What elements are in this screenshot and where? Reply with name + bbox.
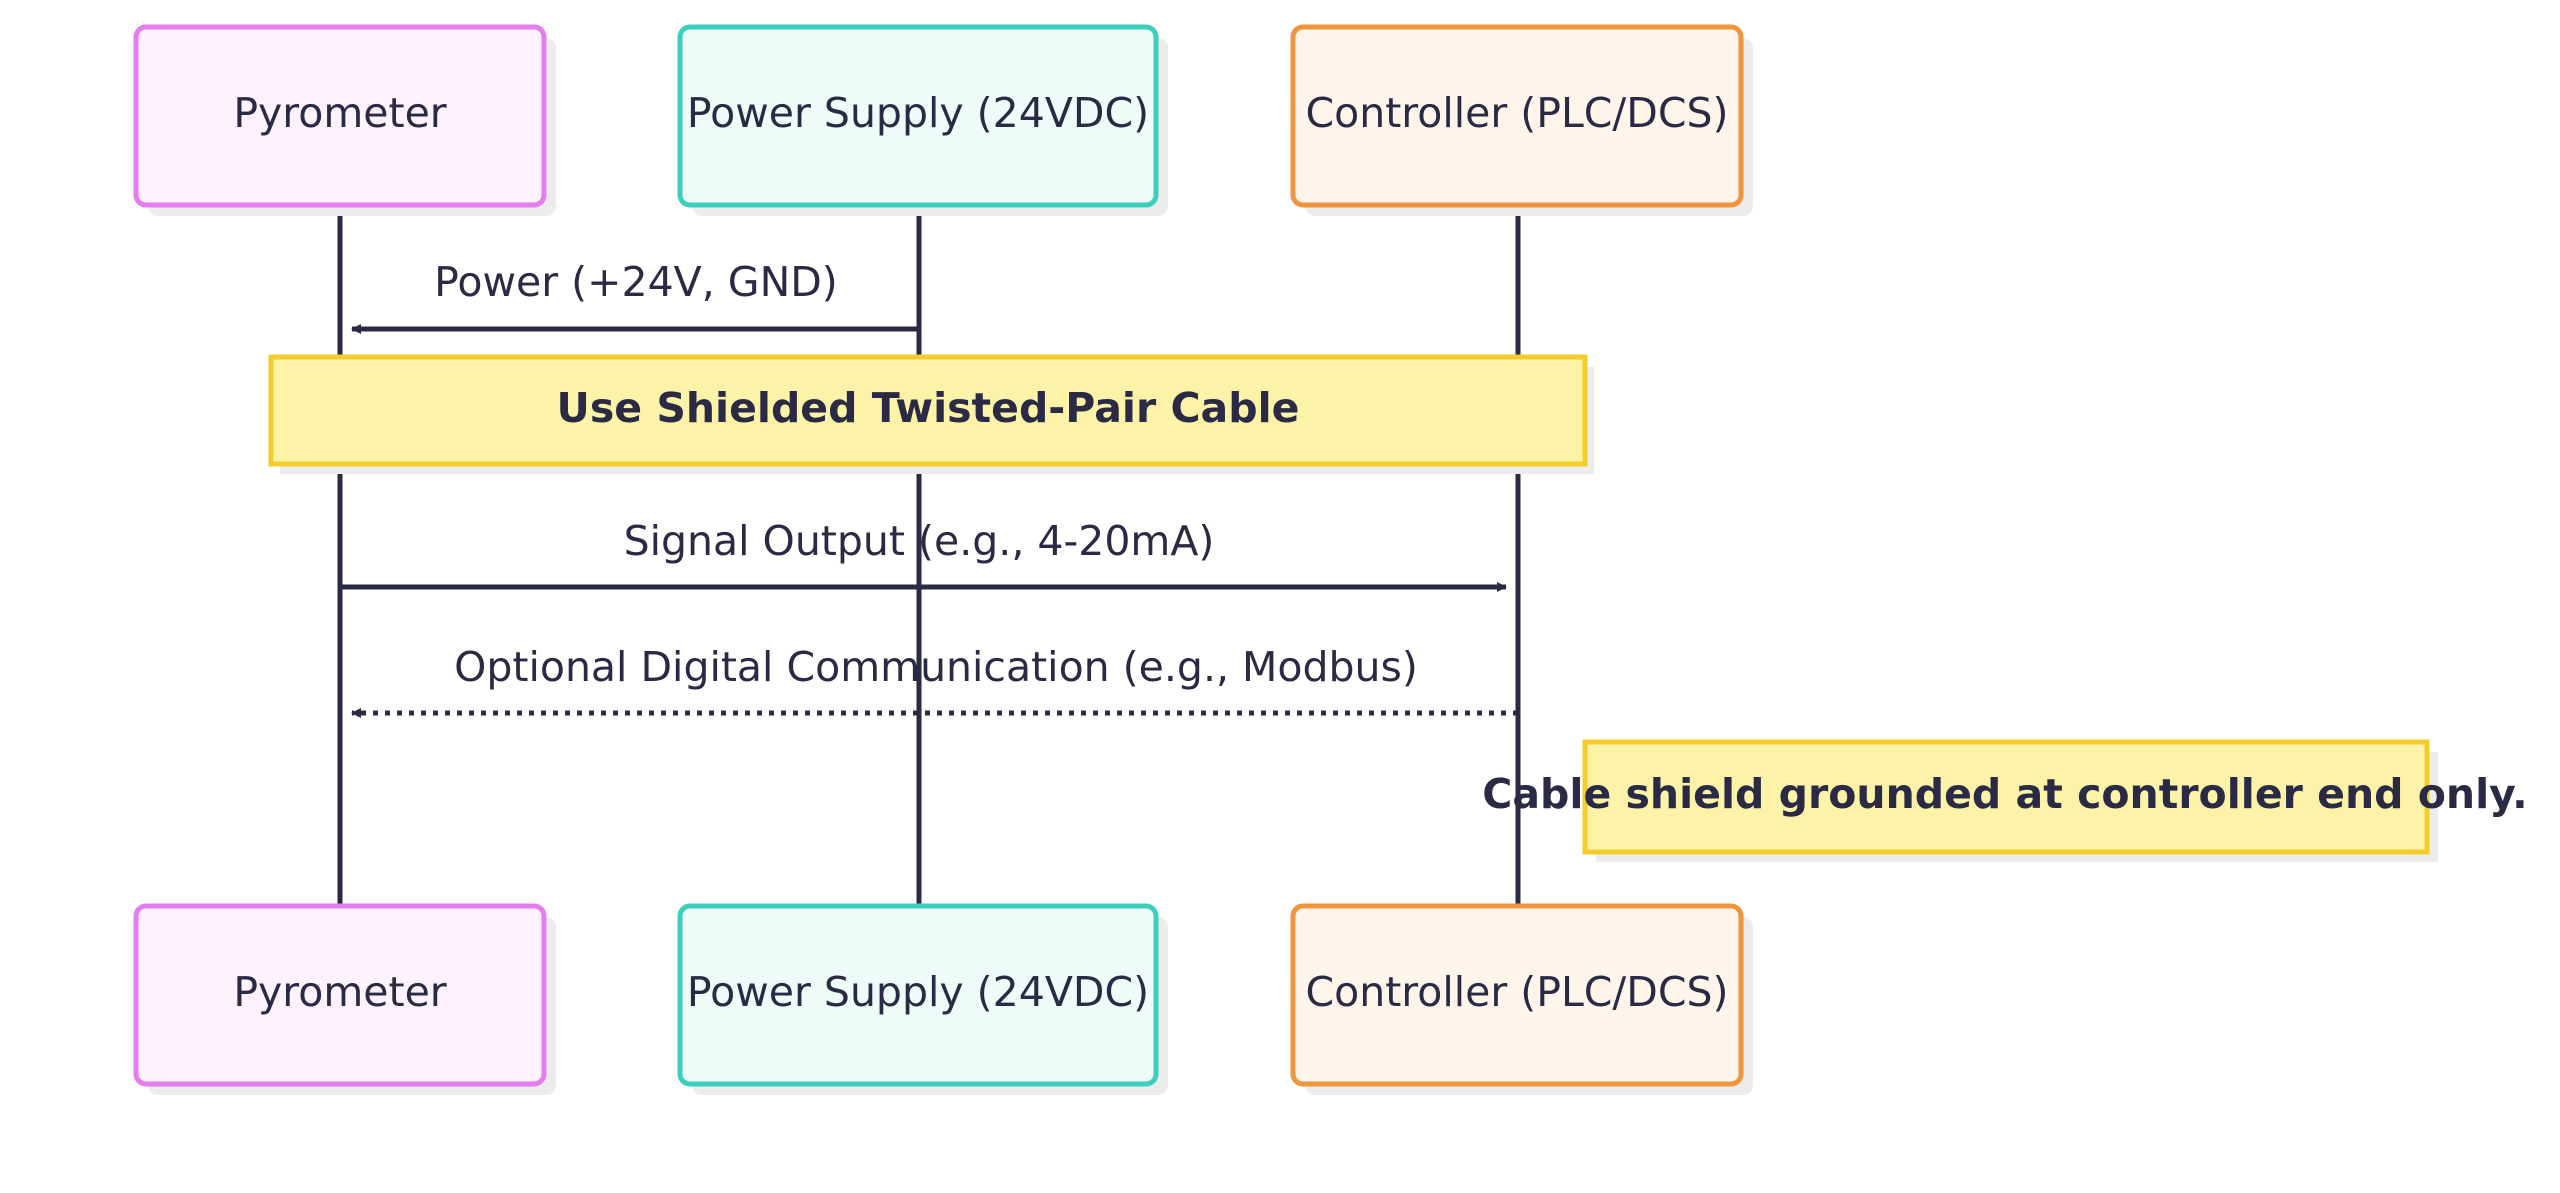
message-power: Power (+24V, GND): [351, 258, 919, 334]
participant-pyrometer-bottom: Pyrometer: [133, 903, 556, 1095]
participant-label-power-supply: Power Supply (24VDC): [687, 968, 1149, 1016]
message-signal-output: Signal Output (e.g., 4-20mA): [340, 517, 1507, 592]
participant-box: [133, 24, 547, 208]
participant-box: [133, 903, 547, 1087]
participant-box: [677, 903, 1159, 1087]
participant-controller-bottom: Controller (PLC/DCS): [1290, 903, 1753, 1095]
participant-box: [677, 24, 1159, 208]
message-digital-communication: Optional Digital Communication (e.g., Mo…: [351, 643, 1518, 718]
participant-pyrometer-top: Pyrometer: [133, 24, 556, 216]
participant-label-pyrometer: Pyrometer: [233, 968, 446, 1016]
note-label-shielded-cable: Use Shielded Twisted-Pair Cable: [557, 384, 1300, 432]
message-label-power: Power (+24V, GND): [434, 258, 838, 306]
participant-label-pyrometer: Pyrometer: [233, 89, 446, 137]
note-shield-grounding: Cable shield grounded at controller end …: [1482, 739, 2528, 862]
participant-label-controller: Controller (PLC/DCS): [1306, 968, 1729, 1016]
participant-power-supply-bottom: Power Supply (24VDC): [677, 903, 1168, 1095]
lifelines: [337, 205, 1521, 906]
note-label-shield-grounding: Cable shield grounded at controller end …: [1482, 770, 2527, 818]
participant-power-supply-top: Power Supply (24VDC): [677, 24, 1168, 216]
participant-controller-top: Controller (PLC/DCS): [1290, 24, 1753, 216]
note-box: [1582, 739, 2430, 855]
participant-label-power-supply: Power Supply (24VDC): [687, 89, 1149, 137]
participant-label-controller: Controller (PLC/DCS): [1306, 89, 1729, 137]
participant-box: [1290, 903, 1744, 1087]
message-label-signal-output: Signal Output (e.g., 4-20mA): [624, 517, 1215, 565]
participant-box: [1290, 24, 1744, 208]
note-box: [268, 354, 1588, 467]
message-label-digital-communication: Optional Digital Communication (e.g., Mo…: [454, 643, 1418, 691]
note-shielded-cable: Use Shielded Twisted-Pair Cable: [268, 354, 1594, 474]
